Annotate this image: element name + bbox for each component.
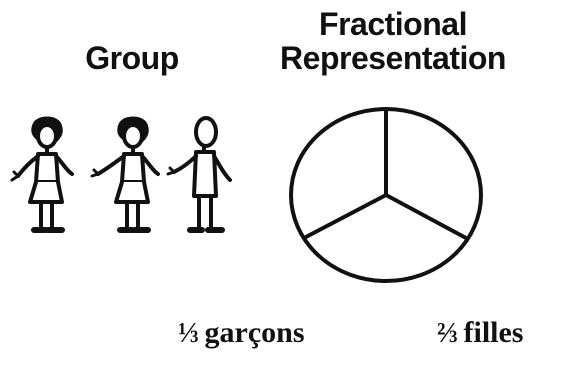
heading-line-1: Fractional bbox=[319, 6, 467, 42]
group-heading: Group bbox=[85, 40, 179, 76]
pie-divider-left bbox=[303, 193, 387, 240]
girls-fraction-caption: ⅔ filles bbox=[437, 316, 524, 350]
girls-label: filles bbox=[463, 316, 524, 349]
boys-label: garçons bbox=[204, 316, 305, 349]
heading-line-2: Representation bbox=[280, 39, 506, 76]
pie-divider-right bbox=[385, 193, 467, 240]
boys-fraction: ⅓ bbox=[178, 318, 199, 349]
group-figures bbox=[10, 116, 232, 233]
boys-fraction-caption: ⅓ garçons bbox=[178, 316, 305, 350]
girl-figure bbox=[90, 116, 160, 233]
boy-figure bbox=[166, 116, 232, 233]
girls-fraction: ⅔ bbox=[437, 318, 458, 349]
girl-figure bbox=[10, 116, 74, 233]
fraction-pie-chart bbox=[289, 107, 483, 283]
fractional-representation-heading: Fractional Representation bbox=[268, 6, 518, 76]
